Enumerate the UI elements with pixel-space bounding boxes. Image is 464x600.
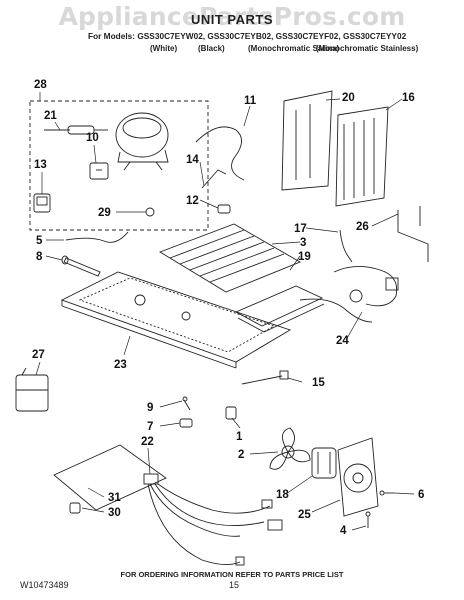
part-2-fan-blade: [269, 427, 311, 470]
part-16-condenser-coil: [335, 106, 389, 207]
part-11-tube: [195, 126, 245, 181]
callout-9: 9: [147, 402, 153, 414]
compressor-group-box: [29, 100, 209, 231]
part-30-clip: [69, 502, 81, 514]
callout-21: 21: [44, 110, 57, 122]
callout-4: 4: [340, 525, 347, 537]
part-31-pad: [53, 444, 167, 511]
page-number: 15: [229, 580, 240, 590]
callout-13: 13: [34, 159, 47, 171]
callout-15: 15: [312, 377, 325, 389]
part-6-screw: [379, 490, 394, 496]
watermark: AppliancePartsPros.com: [58, 2, 406, 31]
callout-10: 10: [86, 132, 99, 144]
variant-white: (White): [150, 44, 178, 53]
part-15-bolt: [241, 370, 289, 385]
part-13-capacitor: [33, 193, 51, 213]
callout-1: 1: [236, 431, 243, 443]
callout-6: 6: [418, 489, 424, 501]
callout-14: 14: [186, 154, 199, 166]
callout-26: 26: [356, 221, 369, 233]
part-27-box: [15, 367, 49, 412]
callout-5: 5: [36, 235, 43, 247]
part-26-tube: [397, 206, 429, 262]
models-line: For Models: GSS30C7EYW02, GSS30C7EYB02, …: [88, 31, 407, 41]
part-3-condenser-coil: [158, 223, 302, 293]
callout-11: 11: [244, 95, 257, 107]
callout-30: 30: [108, 507, 121, 519]
callout-17: 17: [294, 223, 307, 235]
callout-22: 22: [141, 436, 154, 448]
callout-3: 3: [300, 237, 306, 249]
part-25-fan-shroud: [337, 437, 379, 517]
part-1-plug: [225, 406, 237, 420]
part-20-condenser: [281, 90, 333, 191]
part-23-base-plate: [60, 271, 292, 369]
callout-8: 8: [36, 251, 43, 263]
part-24-harness: [299, 266, 399, 323]
callout-25: 25: [298, 509, 311, 521]
part-21-thermal-fuse: [44, 125, 108, 135]
callout-7: 7: [147, 421, 153, 433]
order-note: FOR ORDERING INFORMATION REFER TO PARTS …: [120, 570, 344, 579]
part-14-tube: [201, 169, 227, 189]
callout-18: 18: [276, 489, 289, 501]
callout-12: 12: [186, 195, 199, 207]
part-18-fan-motor: [311, 447, 337, 479]
part-17-tube: [339, 229, 353, 263]
variant-monochromatic-satina: (Monochromatic Satina): [248, 44, 340, 53]
callout-16: 16: [402, 92, 415, 104]
part-29-grommet: [145, 207, 155, 217]
callout-19: 19: [298, 251, 311, 263]
callout-31: 31: [108, 492, 121, 504]
part-8-tube: [61, 255, 101, 277]
document-number: W10473489: [20, 580, 69, 590]
callout-28: 28: [34, 79, 47, 91]
part-5-wire: [65, 231, 129, 243]
part-9-screw: [182, 396, 191, 411]
page-title: UNIT PARTS: [190, 12, 274, 27]
part-10-start-relay: [89, 162, 109, 180]
callout-29: 29: [98, 207, 111, 219]
callout-2: 2: [238, 449, 244, 461]
part-7-bushing: [179, 418, 193, 428]
variant-black: (Black): [198, 44, 225, 53]
part-12-clamp: [217, 204, 231, 214]
part-22-wire-harness: [143, 473, 283, 566]
part-compressor: [115, 112, 169, 171]
callout-27: 27: [32, 349, 45, 361]
variant-monochromatic-stainless: (Monochromatic Stainless): [316, 44, 419, 53]
part-4-screw: [365, 511, 371, 528]
callout-20: 20: [342, 92, 355, 104]
part-19-drain-pan: [234, 285, 325, 333]
callout-23: 23: [114, 359, 127, 371]
callout-24: 24: [336, 335, 349, 347]
